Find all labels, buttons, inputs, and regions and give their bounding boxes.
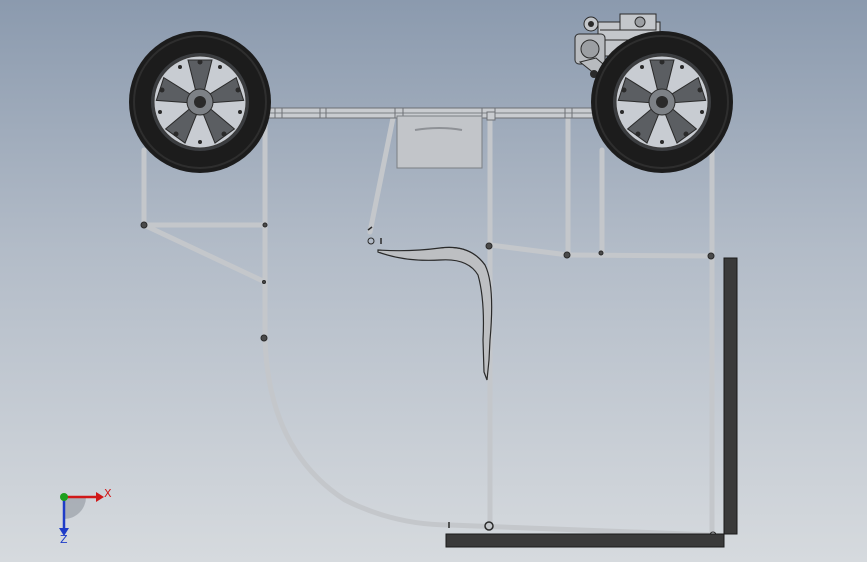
frame-tube[interactable]: [367, 115, 396, 235]
joint-node[interactable]: [707, 252, 715, 260]
x-axis-label: X: [104, 487, 112, 500]
frame-tube[interactable]: [141, 222, 268, 285]
joint-node[interactable]: [140, 221, 148, 229]
floor-bracket[interactable]: [445, 257, 738, 548]
battery-box[interactable]: [396, 115, 483, 169]
joint-node[interactable]: [563, 251, 571, 259]
z-axis-label: Z: [60, 533, 68, 546]
rear-left-wheel[interactable]: [129, 31, 271, 173]
joint-node[interactable]: [484, 521, 494, 531]
frame-joints[interactable]: [140, 221, 717, 539]
chassis-frame[interactable]: [141, 112, 715, 538]
joint-node[interactable]: [485, 242, 493, 250]
frame-tube[interactable]: [487, 242, 571, 258]
seat-shell[interactable]: [377, 246, 493, 381]
orientation-triad: X Z: [59, 487, 112, 546]
joint-node[interactable]: [262, 222, 268, 228]
joint-node[interactable]: [367, 237, 375, 245]
joint-node[interactable]: [262, 280, 266, 284]
hub-icon: [194, 96, 206, 108]
y-axis-dot-icon: [60, 493, 68, 501]
joint-node[interactable]: [598, 250, 604, 256]
front-right-wheel[interactable]: [591, 31, 733, 173]
frame-tube[interactable]: [565, 252, 715, 259]
hub-icon: [656, 96, 668, 108]
frame-curve-tube[interactable]: [262, 335, 453, 528]
joint-node[interactable]: [260, 334, 268, 342]
